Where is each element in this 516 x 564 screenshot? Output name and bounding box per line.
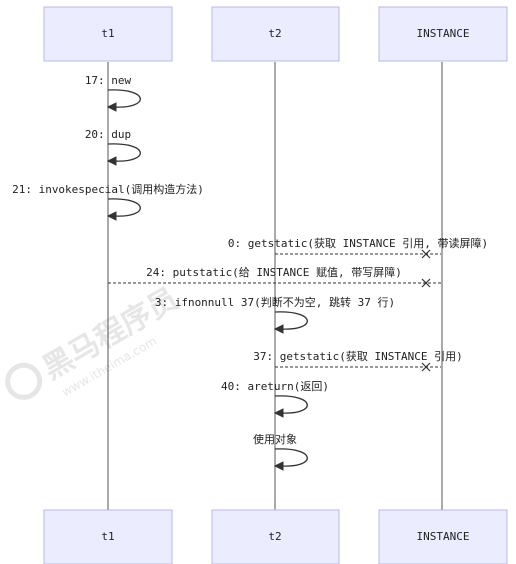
self-loop-arrow	[274, 448, 308, 467]
arrow-head-icon	[106, 102, 117, 112]
actor-instance-bottom: INSTANCE	[378, 509, 508, 564]
actor-box	[43, 509, 173, 564]
message-17-new: 17: new	[85, 74, 141, 112]
self-loop-arrow	[107, 143, 141, 162]
self-loop-arrow	[274, 395, 308, 414]
self-loop-arrow	[274, 311, 308, 330]
actor-label: INSTANCE	[417, 530, 470, 543]
message-24-putstatic: 24: putstatic(给 INSTANCE 赋值, 带写屏障)	[108, 265, 441, 288]
actor-label: t2	[268, 530, 281, 543]
actor-t2-bottom: t2	[211, 509, 340, 564]
self-loop-arrow	[107, 198, 141, 217]
actor-label: t1	[101, 27, 114, 40]
actor-label: t1	[101, 530, 114, 543]
arrow-head-icon	[273, 324, 284, 334]
message-20-dup: 20: dup	[85, 128, 141, 166]
actor-t1-top: t1	[43, 6, 173, 62]
message-0-getstatic: 0: getstatic(获取 INSTANCE 引用, 带读屏障)	[228, 236, 488, 259]
actor-box	[378, 6, 508, 62]
actor-box	[378, 509, 508, 564]
message-label: 21: invokespecial(调用构造方法)	[12, 182, 204, 196]
cross-icon	[421, 362, 431, 372]
message-3-ifnonnull: 3: ifnonnull 37(判断不为空, 跳转 37 行)	[155, 295, 395, 334]
message-21-invokespecial: 21: invokespecial(调用构造方法)	[12, 182, 204, 221]
message-use-object: 使用对象	[253, 432, 308, 471]
watermark-logo-icon	[5, 362, 43, 400]
arrow-head-icon	[106, 211, 117, 221]
cross-icon	[421, 278, 431, 288]
actor-label: INSTANCE	[417, 27, 470, 40]
message-37-getstatic: 37: getstatic(获取 INSTANCE 引用)	[253, 349, 463, 372]
message-label: 3: ifnonnull 37(判断不为空, 跳转 37 行)	[155, 295, 395, 309]
arrow-head-icon	[273, 461, 284, 471]
message-40-areturn: 40: areturn(返回)	[221, 380, 329, 418]
message-label: 24: putstatic(给 INSTANCE 赋值, 带写屏障)	[146, 265, 402, 279]
actor-instance-top: INSTANCE	[378, 6, 508, 62]
actor-box	[43, 6, 173, 62]
arrow-head-icon	[106, 156, 117, 166]
message-label: 0: getstatic(获取 INSTANCE 引用, 带读屏障)	[228, 236, 488, 250]
message-label: 20: dup	[85, 128, 131, 141]
arrow-head-icon	[273, 408, 284, 418]
actor-box	[211, 509, 340, 564]
actor-label: t2	[268, 27, 281, 40]
message-label: 17: new	[85, 74, 132, 87]
actor-t2-top: t2	[211, 6, 340, 62]
self-loop-arrow	[107, 89, 141, 108]
message-label: 40: areturn(返回)	[221, 380, 329, 393]
cross-icon	[421, 249, 431, 259]
message-label: 使用对象	[253, 432, 297, 446]
actor-box	[211, 6, 340, 62]
actor-t1-bottom: t1	[43, 509, 173, 564]
message-label: 37: getstatic(获取 INSTANCE 引用)	[253, 349, 463, 363]
